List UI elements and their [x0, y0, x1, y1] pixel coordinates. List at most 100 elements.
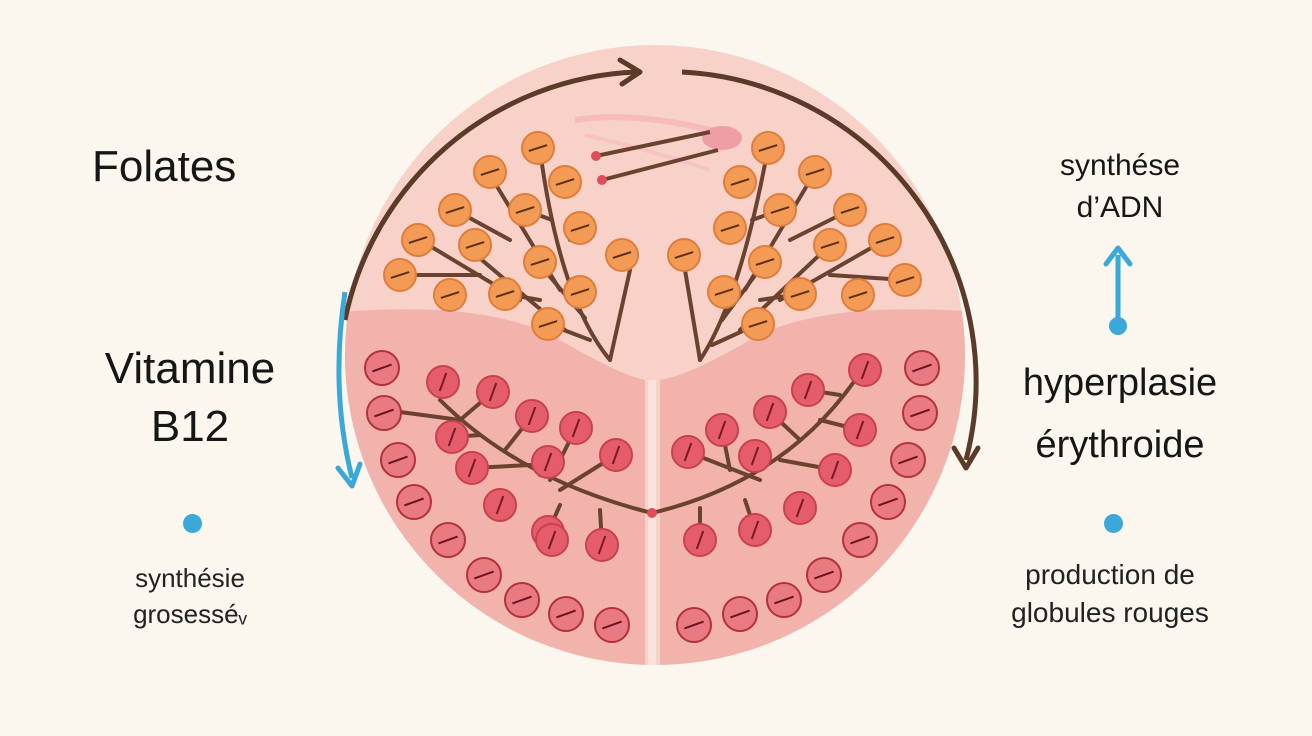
erythroid-cell-nucleus — [695, 530, 705, 550]
red-blood-cells — [364, 350, 940, 643]
erythroid-cell-nucleus — [547, 530, 557, 550]
precursor-cell-nucleus — [748, 320, 768, 328]
left-bullet-icon — [183, 514, 202, 533]
precursor-cell-nucleus — [515, 206, 535, 214]
erythroid-hyperplasia-line1: hyperplasie — [1022, 362, 1218, 404]
erythroid-cell-nucleus — [597, 535, 607, 555]
down-arrow-icon — [951, 445, 981, 471]
precursor-cell-nucleus — [755, 258, 775, 266]
precursor-cell-nucleus — [714, 288, 734, 296]
erythroid-cell-nucleus — [438, 372, 448, 392]
right-bullet-icon — [1104, 514, 1123, 533]
precursor-cell-nucleus — [390, 271, 410, 279]
cycle-arrow-left — [342, 69, 637, 321]
red-blood-cell-nucleus — [602, 620, 622, 630]
red-blood-cell-nucleus — [374, 408, 394, 418]
precursor-cell-nucleus — [570, 224, 590, 232]
erythroid-cell-nucleus — [447, 427, 457, 447]
red-blood-cell-nucleus — [898, 455, 918, 465]
erythroid-cell-nucleus — [467, 458, 477, 478]
erythroid-cell-nucleus — [495, 495, 505, 515]
erythroid-cells — [426, 353, 882, 562]
red-blood-cell-nucleus — [512, 595, 532, 605]
red-blood-cell-nucleus — [774, 595, 794, 605]
vessel-junction — [647, 508, 657, 518]
red-cell-production-line1: production de — [1025, 559, 1195, 590]
blue-arc-arrow-head-icon — [335, 461, 363, 489]
red-blood-cell-nucleus — [404, 497, 424, 507]
erythroid-cell-nucleus — [860, 360, 870, 380]
precursor-cell-nucleus — [612, 251, 632, 259]
tissue-disc — [345, 45, 965, 665]
red-blood-cell-nucleus — [556, 609, 576, 619]
red-blood-cell-nucleus — [372, 363, 392, 373]
dna-synthesis-line2: d’ADN — [1076, 191, 1164, 224]
precursor-cells — [383, 131, 922, 341]
precursor-cell-nucleus — [440, 291, 460, 299]
precursor-cell-nucleus — [408, 236, 428, 244]
erythroid-cell-nucleus — [750, 446, 760, 466]
dna-synthesis-label: synthése d’ADN — [1010, 145, 1230, 229]
precursor-cell-nucleus — [480, 168, 500, 176]
erythroid-cell-nucleus — [795, 498, 805, 518]
red-blood-cell-nucleus — [850, 535, 870, 545]
red-blood-cell-nucleus — [684, 620, 704, 630]
erythroid-cell-nucleus — [717, 420, 727, 440]
erythroid-cell-nucleus — [750, 520, 760, 540]
precursor-cell-nucleus — [805, 168, 825, 176]
cycle-arrow-left-head-icon — [617, 57, 643, 87]
blood-vessel-icon — [574, 114, 742, 185]
red-blood-cell-nucleus — [730, 609, 750, 619]
precursor-cell-nucleus — [538, 320, 558, 328]
precursor-cell-nucleus — [790, 290, 810, 298]
red-blood-cell-nucleus — [438, 535, 458, 545]
precursor-cell-nucleus — [445, 206, 465, 214]
red-blood-cell-nucleus — [878, 497, 898, 507]
precursor-cell-nucleus — [875, 236, 895, 244]
erythroid-cell-nucleus — [765, 402, 775, 422]
erythroid-cell-nucleus — [611, 445, 621, 465]
vitamin-b12-label: Vitamine B12 — [70, 340, 310, 456]
precursor-cell-nucleus — [770, 206, 790, 214]
precursor-cell-nucleus — [528, 144, 548, 152]
precursor-cell-nucleus — [820, 241, 840, 249]
erythroid-cell-nucleus — [543, 452, 553, 472]
left-note-label: synthésie grosesséᵥ — [90, 560, 290, 632]
erythroid-cell-nucleus — [855, 420, 865, 440]
precursor-cell-nucleus — [570, 288, 590, 296]
precursor-cell-nucleus — [848, 291, 868, 299]
precursor-cell-nucleus — [495, 290, 515, 298]
erythroid-cell-nucleus — [571, 418, 581, 438]
precursor-cell-nucleus — [530, 258, 550, 266]
vitamin-b12-line1: Vitamine — [104, 344, 276, 393]
precursor-cell-nucleus — [730, 178, 750, 186]
folates-label: Folates — [92, 142, 237, 191]
up-arrow-icon — [1103, 245, 1133, 335]
erythroid-cell-nucleus — [527, 406, 537, 426]
erythroid-hyperplasia-label: hyperplasie érythroide — [1000, 352, 1240, 476]
blue-arc-arrow — [336, 291, 355, 479]
cycle-arrow-right — [681, 69, 979, 461]
left-note-line2: grosesséᵥ — [133, 599, 247, 629]
red-blood-cell-nucleus — [912, 363, 932, 373]
red-cell-production-line2: globules rouges — [1011, 597, 1209, 628]
red-blood-cell-nucleus — [910, 408, 930, 418]
red-blood-cell-nucleus — [388, 455, 408, 465]
erythroid-cell-nucleus — [488, 382, 498, 402]
red-cell-production-label: production de globules rouges — [985, 556, 1235, 632]
erythroid-cell-nucleus — [830, 460, 840, 480]
precursor-cell-nucleus — [465, 241, 485, 249]
left-note-line1: synthésie — [135, 563, 245, 593]
erythroid-cell-nucleus — [683, 442, 693, 462]
precursor-cell-nucleus — [895, 276, 915, 284]
red-blood-cell-nucleus — [474, 570, 494, 580]
erythroid-cell-nucleus — [803, 380, 813, 400]
precursor-cell-nucleus — [840, 206, 860, 214]
precursor-cell-nucleus — [674, 251, 694, 259]
red-blood-cell-nucleus — [814, 570, 834, 580]
dna-synthesis-line1: synthése — [1059, 149, 1181, 182]
precursor-cell-nucleus — [758, 144, 778, 152]
precursor-cell-nucleus — [555, 178, 575, 186]
vitamin-b12-line2: B12 — [150, 402, 230, 451]
